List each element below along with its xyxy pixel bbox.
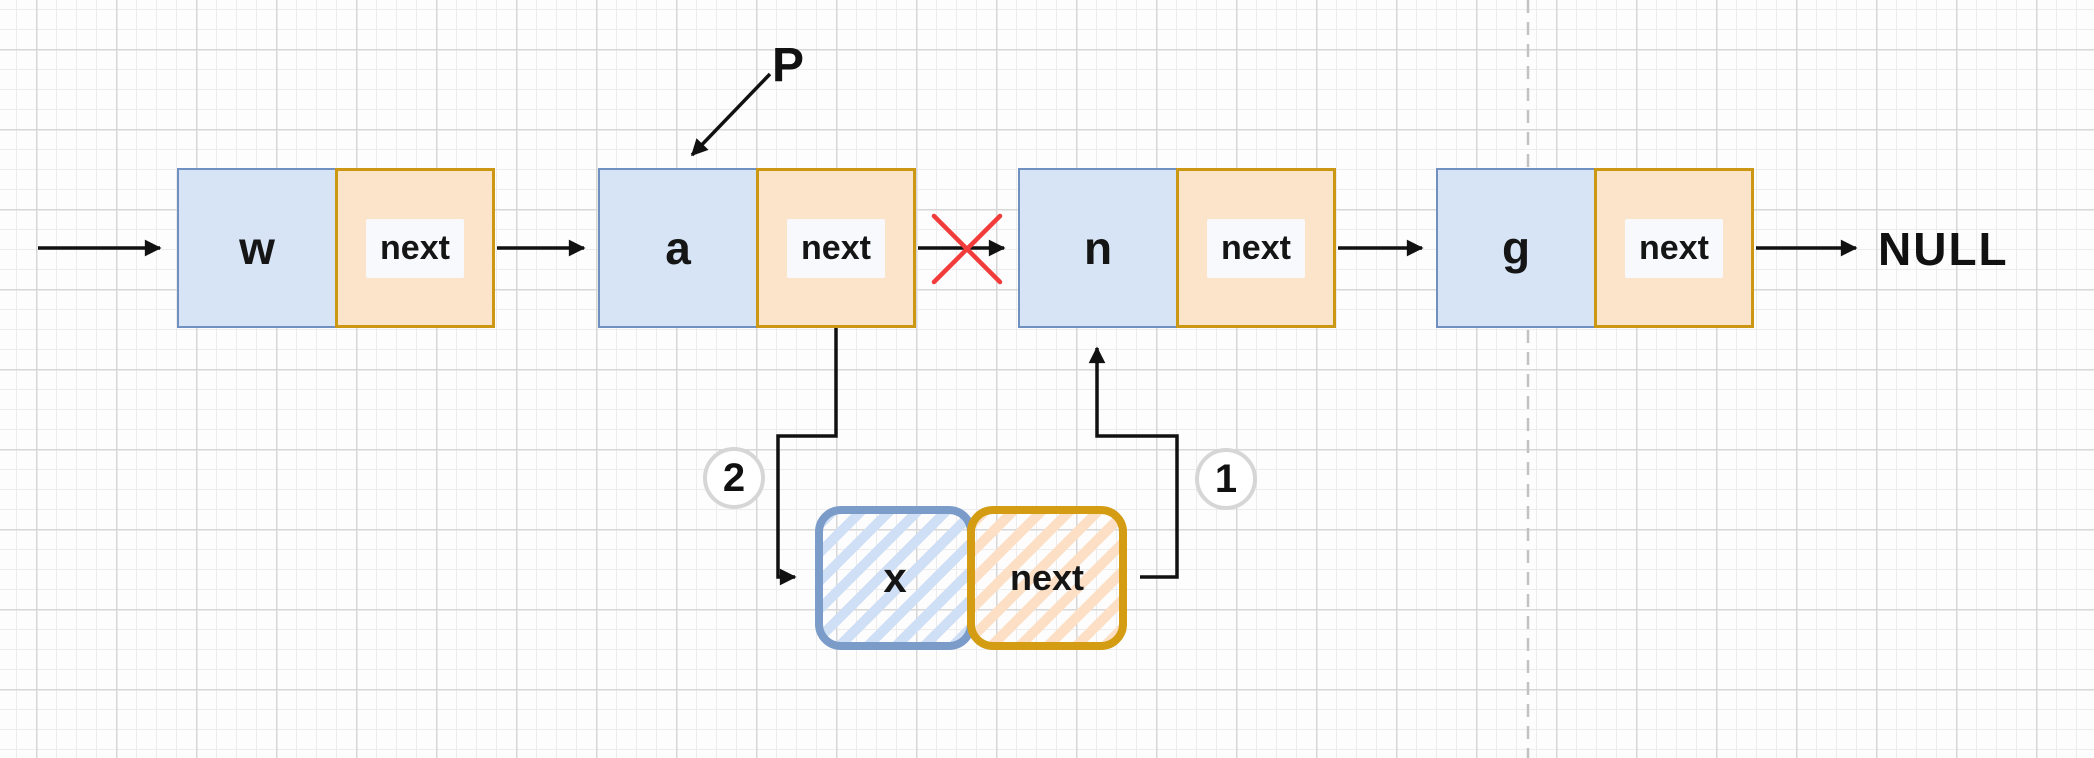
node-w-next-label: next	[366, 218, 464, 278]
new-node-x-next-label: next	[1009, 557, 1085, 598]
node-w-next-cell[interactable]: next	[335, 168, 495, 328]
node-n-data-cell[interactable]: n	[1018, 168, 1178, 328]
list-node-g[interactable]: g next	[1436, 168, 1754, 328]
node-n-next-cell[interactable]: next	[1176, 168, 1336, 328]
node-g-value: g	[1501, 222, 1531, 274]
step-2-badge[interactable]: 2	[703, 447, 765, 509]
node-a-data-cell[interactable]: a	[598, 168, 758, 328]
new-node-x-data-cell[interactable]: x	[815, 506, 975, 650]
list-node-w[interactable]: w next	[177, 168, 495, 328]
node-a-next-cell[interactable]: next	[756, 168, 916, 328]
node-g-data-cell[interactable]: g	[1436, 168, 1596, 328]
node-w-value: w	[239, 222, 275, 274]
pointer-p-label[interactable]: P	[772, 39, 805, 92]
node-g-next-cell[interactable]: next	[1594, 168, 1754, 328]
step1-arrow-x-next-to-n[interactable]	[1088, 346, 1179, 579]
step2-arrow-a-next-to-x[interactable]	[776, 328, 838, 586]
null-terminator-label[interactable]: NULL	[1878, 223, 2009, 275]
list-node-a[interactable]: a next	[598, 168, 916, 328]
step-2-number: 2	[722, 455, 746, 500]
new-node-x-value: x	[883, 554, 907, 601]
node-a-next-label: next	[787, 218, 885, 278]
step-1-number: 1	[1214, 456, 1238, 501]
pointer-p-arrow[interactable]	[690, 72, 772, 157]
step-1-badge[interactable]: 1	[1195, 448, 1257, 510]
node-g-next-label: next	[1625, 218, 1723, 278]
node-n-next-label: next	[1207, 218, 1305, 278]
node-n-value: n	[1083, 222, 1113, 274]
list-node-n[interactable]: n next	[1018, 168, 1336, 328]
new-node-x[interactable]: x next	[815, 506, 1127, 650]
node-a-value: a	[665, 222, 691, 274]
deleted-link-cross-icon[interactable]	[931, 213, 1003, 285]
new-node-x-next-cell[interactable]: next	[967, 506, 1127, 650]
node-w-data-cell[interactable]: w	[177, 168, 337, 328]
